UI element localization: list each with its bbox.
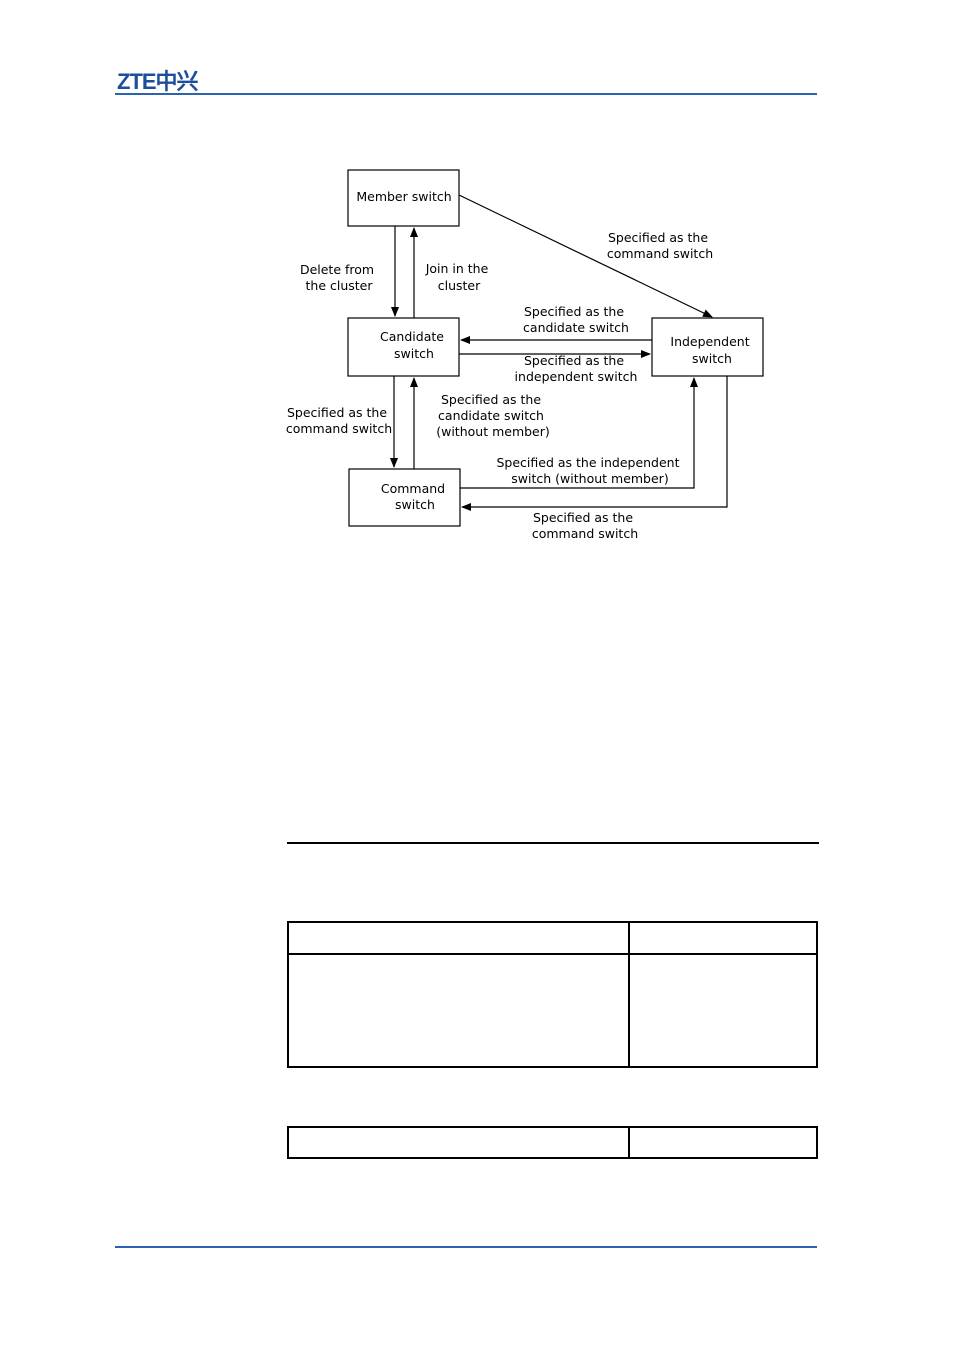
table1-body-cell-1 xyxy=(287,953,630,1068)
label-command-to-independent: Specified as the independent switch (wit… xyxy=(496,455,683,486)
label-independent-to-candidate: Specified as the candidate switch xyxy=(523,304,629,335)
label-member-to-candidate: Delete from the cluster xyxy=(300,262,378,293)
edge-command-to-independent xyxy=(460,377,698,489)
independent-switch-label: Independent switch xyxy=(670,334,753,366)
label-candidate-to-command: Specified as the command switch xyxy=(286,405,392,436)
zte-logo: ZTE中兴 xyxy=(117,69,199,94)
footer-rule xyxy=(115,1246,817,1248)
empty-table-1 xyxy=(287,921,818,1068)
table2-cell-2 xyxy=(628,1126,818,1159)
candidate-switch-box xyxy=(347,317,460,377)
label-candidate-to-independent: Specified as the independent switch xyxy=(515,353,638,384)
label-command-to-candidate: Specified as the candidate switch (witho… xyxy=(436,392,550,439)
switch-role-state-diagram: Member switch Candidate switch Independe… xyxy=(286,169,764,541)
member-switch-box xyxy=(347,169,460,227)
table2-cell-1 xyxy=(287,1126,630,1159)
label-candidate-to-member: Join in the cluster xyxy=(425,261,493,293)
member-switch-label: Member switch xyxy=(356,189,451,204)
section-divider xyxy=(287,842,819,844)
candidate-switch-label: Candidate switch xyxy=(380,329,448,361)
edge-independent-to-command xyxy=(461,376,728,511)
command-switch-label: Command switch xyxy=(381,481,449,512)
table1-header-cell-1 xyxy=(287,921,630,955)
empty-table-2 xyxy=(287,1126,818,1159)
label-member-to-independent: Specified as the command switch xyxy=(607,230,713,261)
edge-member-to-independent xyxy=(458,194,713,318)
independent-switch-box xyxy=(651,317,764,377)
table1-body-cell-2 xyxy=(628,953,818,1068)
label-independent-to-command: Specified as the command switch xyxy=(532,510,638,541)
header-rule xyxy=(115,93,817,95)
command-switch-box xyxy=(348,468,461,527)
table1-header-cell-2 xyxy=(628,921,818,955)
